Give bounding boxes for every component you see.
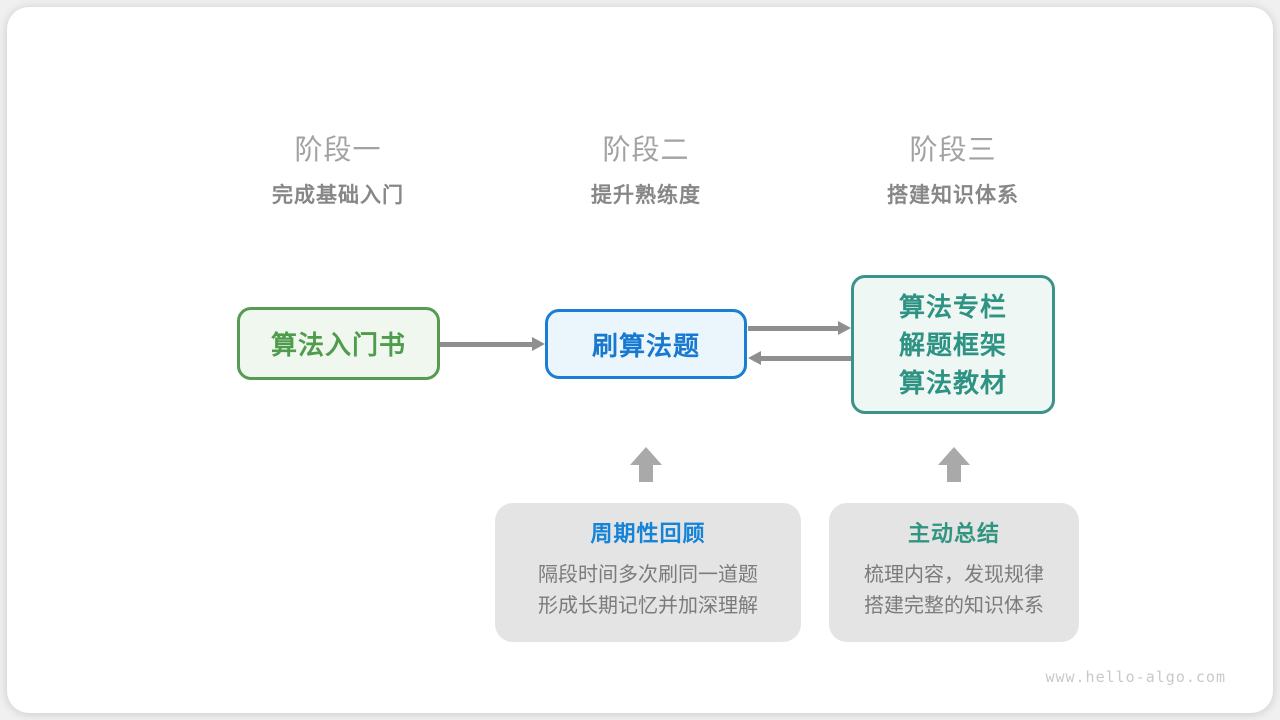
up-arrow-review-stem (639, 465, 653, 482)
note-periodic-review-title: 周期性回顾 (590, 521, 706, 546)
diagram-card: 阶段一 完成基础入门 阶段二 提升熟练度 阶段三 搭建知识体系 算法入门书 刷算… (7, 7, 1273, 713)
node-intro-book: 算法入门书 (237, 307, 440, 380)
node-practice-problems-label: 刷算法题 (591, 330, 700, 361)
note-active-summary: 主动总结 梳理内容，发现规律 搭建完整的知识体系 (829, 503, 1079, 642)
arrow-node1-to-node2-icon (440, 337, 545, 351)
up-arrow-review-icon (630, 447, 662, 482)
arrow-node2-to-node3-icon (748, 321, 851, 335)
note-active-summary-line-1: 梳理内容，发现规律 (864, 564, 1044, 586)
note-active-summary-title: 主动总结 (907, 521, 1000, 546)
stage-1-subtitle: 完成基础入门 (272, 184, 404, 207)
stage-3-heading: 阶段三 搭建知识体系 (793, 133, 1113, 209)
up-arrow-summarize-icon (938, 447, 970, 482)
note-periodic-review: 周期性回顾 隔段时间多次刷同一道题 形成长期记忆并加深理解 (495, 503, 801, 642)
node-advanced-line-2: 解题框架 (898, 329, 1007, 360)
stage-2-subtitle: 提升熟练度 (591, 184, 701, 207)
note-periodic-review-line-1: 隔段时间多次刷同一道题 (538, 564, 758, 586)
up-arrow-summarize-head (938, 447, 970, 465)
stage-1-label: 阶段一 (294, 134, 382, 165)
node-intro-book-label: 算法入门书 (270, 330, 406, 360)
node-advanced-line-1: 算法专栏 (898, 291, 1007, 322)
up-arrow-summarize-stem (947, 465, 961, 482)
note-active-summary-body: 梳理内容，发现规律 搭建完整的知识体系 (829, 560, 1079, 622)
stage-2-heading: 阶段二 提升熟练度 (486, 133, 806, 209)
up-arrow-review-head (630, 447, 662, 465)
note-active-summary-line-2: 搭建完整的知识体系 (864, 595, 1044, 617)
note-periodic-review-line-2: 形成长期记忆并加深理解 (538, 595, 758, 617)
node-practice-problems: 刷算法题 (545, 309, 747, 379)
stage-2-label: 阶段二 (602, 134, 690, 165)
node-advanced-line-3: 算法教材 (898, 367, 1007, 398)
note-periodic-review-body: 隔段时间多次刷同一道题 形成长期记忆并加深理解 (495, 560, 801, 622)
stage-1-heading: 阶段一 完成基础入门 (178, 133, 498, 209)
stage-3-subtitle: 搭建知识体系 (887, 184, 1019, 207)
stage-3-label: 阶段三 (909, 134, 997, 165)
arrow-node3-to-node2-icon (748, 351, 851, 365)
node-advanced-resources: 算法专栏 解题框架 算法教材 (851, 275, 1055, 414)
watermark-url: www.hello-algo.com (1045, 668, 1226, 686)
